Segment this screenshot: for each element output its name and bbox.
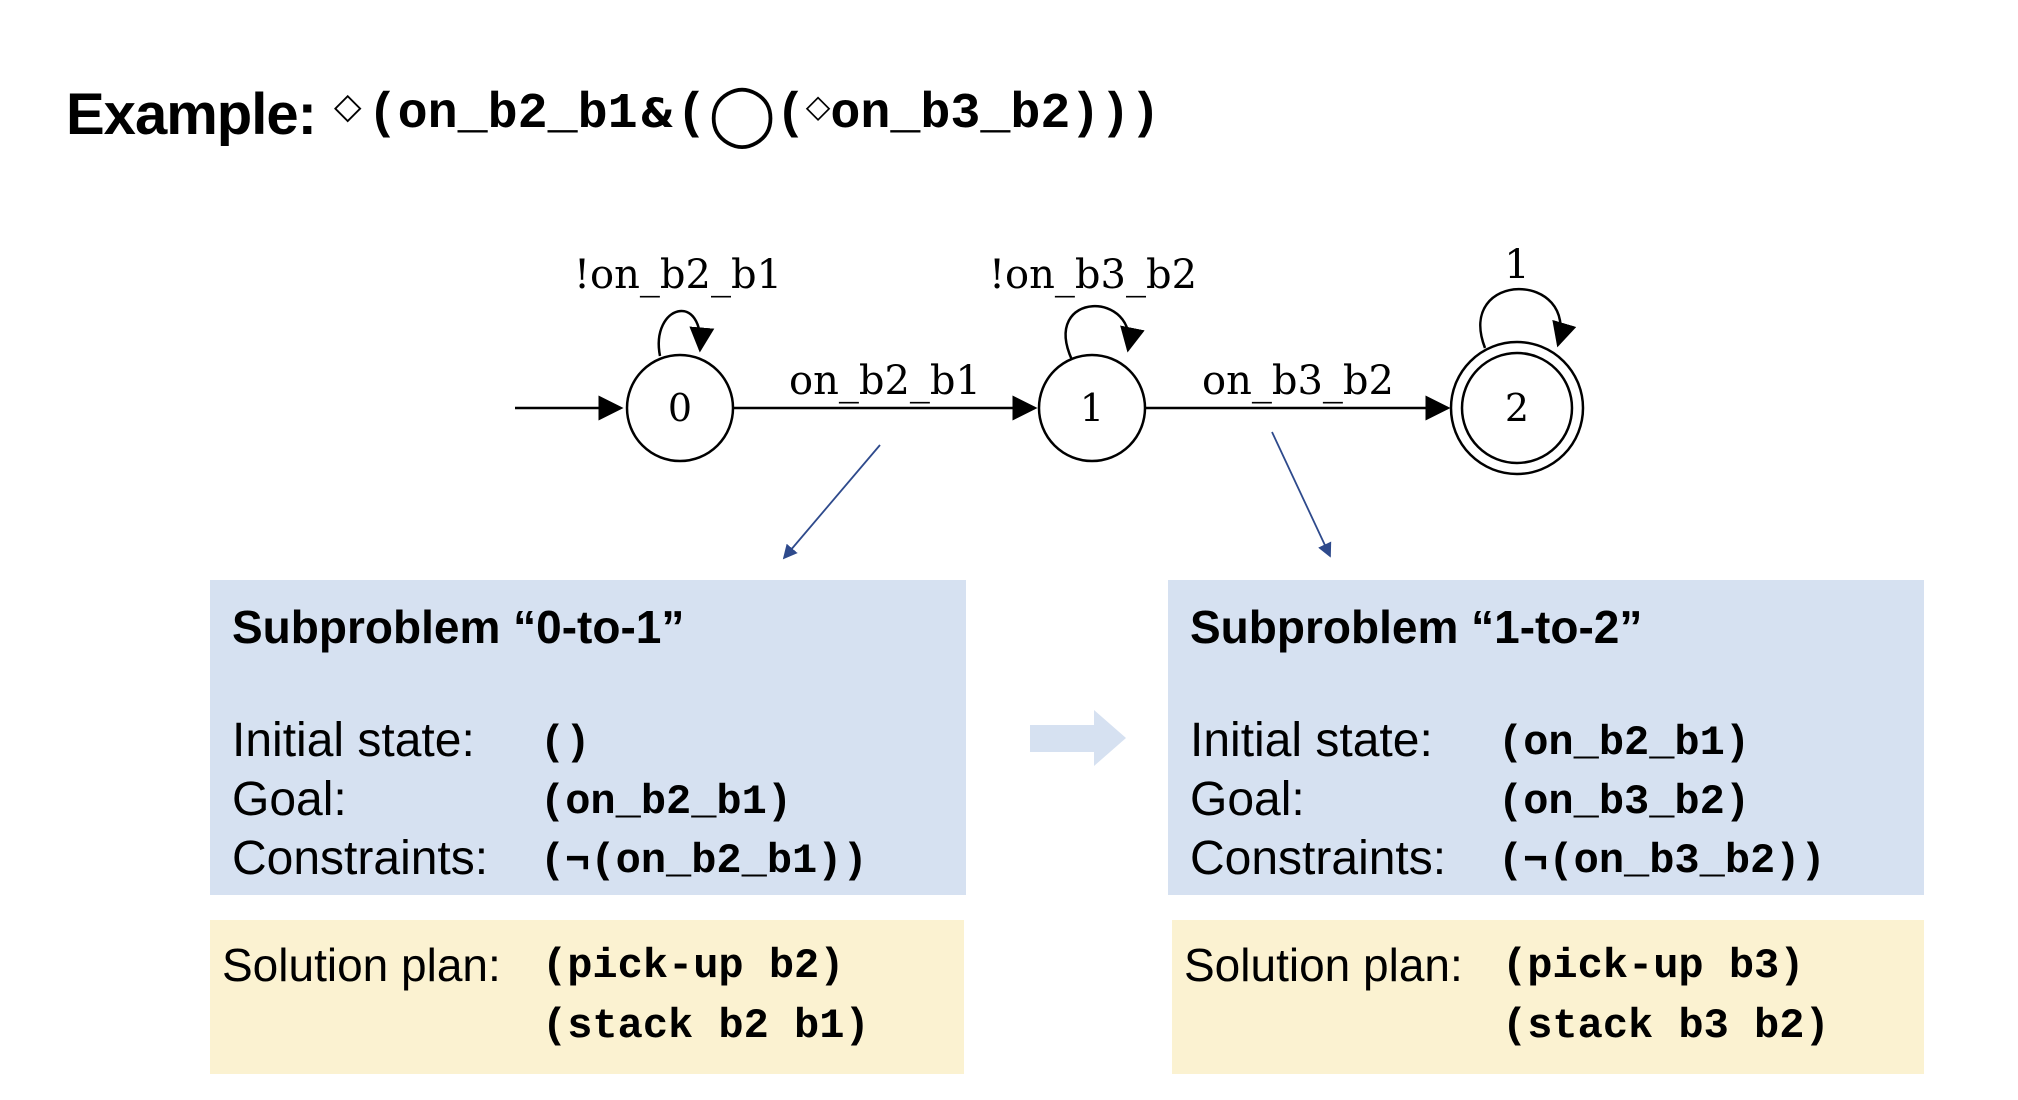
example-title: Example: ◇ (on_b2_b1 & ( ◯ ( ◇ on_b3_b2)… <box>66 74 1160 154</box>
and-operator: & <box>639 91 675 137</box>
solution-plan-label: Solution plan: <box>222 939 501 991</box>
self-loop-0 <box>657 309 715 357</box>
goal-label: Goal: <box>232 773 347 826</box>
next-operator: ◯ <box>708 79 776 149</box>
subproblem-title: Subproblem “1-to-2” <box>1190 601 1643 653</box>
constraints-value: (¬(on_b3_b2)) <box>1498 837 1826 885</box>
constraints-value: (¬(on_b2_b1)) <box>540 837 868 885</box>
state-2 <box>1460 351 1574 465</box>
subproblem-0-to-1-box: Subproblem “0-to-1” Initial state: () Go… <box>210 580 966 895</box>
state-2-label: 2 <box>1505 386 1529 430</box>
eventually-operator-inner: ◇ <box>805 87 831 125</box>
self-loop-2 <box>1479 288 1577 349</box>
pointer-1-to-2 <box>1271 431 1332 558</box>
label-not-on-b3-b2: !on_b3_b2 <box>989 252 1197 298</box>
eventually-operator: ◇ <box>333 85 362 127</box>
formula-paren-open: ( <box>676 85 707 143</box>
goal-value: (on_b2_b1) <box>540 778 793 826</box>
formula-lhs: (on_b2_b1 <box>367 85 638 143</box>
goal-label: Goal: <box>1190 773 1305 826</box>
subproblem-1-to-2-box: Subproblem “1-to-2” Initial state: (on_b… <box>1168 580 1924 895</box>
constraints-label: Constraints: <box>1190 832 1447 885</box>
self-loop-1 <box>1064 305 1145 361</box>
initial-state-value: (on_b2_b1) <box>1498 719 1751 767</box>
goal-value: (on_b3_b2) <box>1498 778 1751 826</box>
flow-arrow <box>1030 710 1126 766</box>
constraints-label: Constraints: <box>232 832 489 885</box>
example-label: Example: <box>66 81 317 147</box>
label-on-b2-b1: on_b2_b1 <box>789 358 981 404</box>
formula-rhs: on_b3_b2))) <box>830 85 1161 143</box>
plan-step: (stack b3 b2) <box>1502 1002 1830 1050</box>
pointer-0-to-1 <box>782 444 881 560</box>
initial-state-label: Initial state: <box>1190 714 1433 767</box>
initial-state-label: Initial state: <box>232 714 475 767</box>
label-true: 1 <box>1504 242 1529 288</box>
solution-plan-label: Solution plan: <box>1184 939 1463 991</box>
initial-state-value: () <box>540 719 591 767</box>
label-not-on-b2-b1: !on_b2_b1 <box>574 252 782 298</box>
solution-plan-0-to-1-box: Solution plan: (pick-up b2) (stack b2 b1… <box>210 920 964 1074</box>
plan-step: (stack b2 b1) <box>542 1002 870 1050</box>
plan-step: (pick-up b2) <box>542 942 845 990</box>
plan-step: (pick-up b3) <box>1502 942 1805 990</box>
formula-inner-open: ( <box>775 85 806 143</box>
ltl-formula: ◇ (on_b2_b1 & ( ◯ ( ◇ on_b3_b2))) <box>334 79 1160 149</box>
solution-plan-1-to-2-box: Solution plan: (pick-up b3) (stack b3 b2… <box>1172 920 1924 1074</box>
label-on-b3-b2: on_b3_b2 <box>1202 358 1394 404</box>
subproblem-title: Subproblem “0-to-1” <box>232 601 685 653</box>
state-1-label: 1 <box>1080 386 1104 430</box>
state-0-label: 0 <box>668 386 692 430</box>
